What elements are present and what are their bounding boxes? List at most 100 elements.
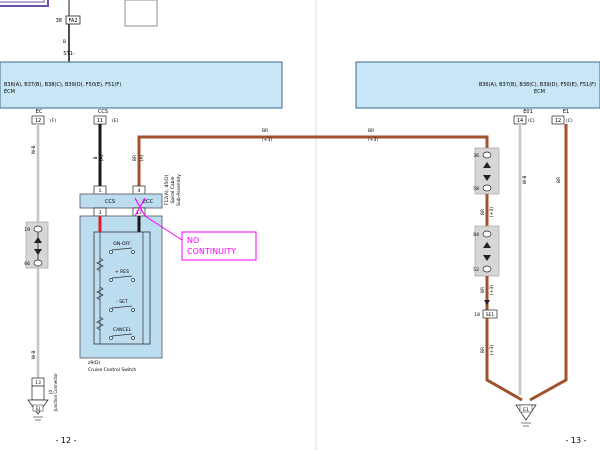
junction-top-terminal — [33, 225, 43, 233]
connector-1-top — [482, 151, 492, 159]
spiral-id: F12(A), d5(D) — [164, 175, 170, 206]
spiral-term-left: CCS — [105, 199, 115, 205]
e01-terminal: E01 — [523, 109, 533, 115]
switch-label-set: - SET — [116, 299, 128, 305]
frame-corner — [0, 0, 49, 7]
br-vertical-color: BR — [132, 155, 138, 161]
junction-arrows — [34, 237, 42, 255]
fuse-label: ST1- — [63, 51, 74, 57]
br-seg2-ref: (+3) — [489, 207, 495, 217]
ec-terminal: EC — [36, 109, 43, 115]
connector-2-top — [482, 230, 492, 238]
e1-ref: (C) — [566, 118, 573, 124]
ground-ej-box — [32, 404, 44, 412]
j4-name: J4 — [48, 390, 54, 395]
ccs-wire-color: B — [93, 156, 99, 159]
e1-pin-box — [551, 115, 565, 125]
ecm-title-left: B36(A), B37(B), B38(C), B39(D), F50(E), … — [4, 82, 121, 88]
ccs-ref: (E) — [112, 118, 119, 124]
j4-body — [31, 385, 45, 401]
switch-contacts — [109, 247, 135, 340]
e1-terminal: E1 — [563, 109, 569, 115]
e1-wire-color: BR — [556, 177, 562, 183]
connector-2-bottom — [482, 265, 492, 273]
page-number-right: - 13 - — [565, 436, 586, 445]
spiral-name: Spiral Cable — [170, 176, 176, 203]
spiral-pin-right: 4 — [138, 188, 141, 194]
br-seg3-color: BR — [480, 287, 486, 293]
ecm-sub-left: ECM — [4, 89, 15, 95]
connector-1-arrows — [483, 162, 491, 181]
e1-pin: 12 — [555, 118, 561, 124]
spiral-bottom-right: 12 — [136, 210, 142, 216]
annotation-leader — [144, 215, 183, 241]
se1-label: SE1 — [486, 312, 495, 318]
connector-1-pin-top: 36 — [473, 153, 479, 159]
switch-id: z9(D) — [88, 360, 100, 366]
ccs-terminal: CCS — [98, 109, 108, 115]
switch-label-on-off: ON-OFF — [113, 241, 131, 247]
spiral-term-right: ECC — [143, 199, 154, 205]
no-continuity-box — [181, 231, 257, 261]
fa2-connector — [65, 15, 81, 25]
connector-1-bottom — [482, 184, 492, 192]
no-continuity-cross — [134, 197, 146, 217]
br-wire-left — [137, 135, 316, 186]
cruise-switch-frame — [93, 231, 151, 345]
ccs-pin: 11 — [97, 118, 103, 124]
j4-desc: Junction Connector — [53, 373, 58, 412]
ecm-sub-right: ECM — [534, 89, 545, 95]
ground-ej: EJ — [36, 406, 40, 412]
br-seg3-ref: (+3) — [489, 285, 495, 295]
spiral-pin-left: 1 — [99, 188, 102, 194]
se1-box — [482, 309, 498, 319]
br-ref-left: (+3) — [262, 137, 272, 143]
e01-wire-color: W-B — [522, 176, 528, 185]
se1-arrow — [484, 300, 490, 305]
br-seg2-color: BR — [480, 209, 486, 215]
connector-2-pin-bottom: 52 — [473, 267, 479, 273]
br-label-right: BR — [368, 128, 374, 134]
br-label-left: BR — [262, 128, 268, 134]
ec-wire-lower-color: W-B — [31, 351, 37, 360]
annotation-line1: NO — [187, 236, 199, 245]
e01-pin: 14 — [517, 118, 523, 124]
fa2-label: FA2 — [68, 18, 77, 24]
j4-pin: 13 — [35, 380, 41, 386]
spiral-bottom-left: 3 — [99, 210, 102, 216]
switch-name: Cruise Control Switch — [88, 367, 136, 373]
br-wire-right — [316, 135, 489, 150]
switch-label-cancel: CANCEL — [113, 327, 132, 333]
ecm-block-right — [355, 61, 600, 109]
br-wire-seg4 — [485, 318, 523, 402]
junction-bottom-terminal — [33, 259, 43, 267]
br-ref-right: (+3) — [368, 137, 378, 143]
connector-2-arrows — [483, 242, 491, 261]
right-page: B36(A), B37(B), B38(C), B39(D), F50(E), … — [316, 61, 600, 445]
e01-ref: (C) — [528, 118, 535, 124]
junction-pin-top: 19 — [24, 227, 30, 233]
ec-ref: (F) — [50, 118, 56, 124]
frame-corner-inner — [0, 0, 45, 3]
ec-wire-color: W-B — [31, 146, 37, 155]
ccs-wire-ref: (A) — [99, 154, 105, 161]
ecm-block-left — [0, 61, 283, 109]
relay-box — [124, 0, 158, 27]
connector-1-pin-bottom: 58 — [473, 186, 479, 192]
left-page: 38 FA2 B ST1- B36(A), B37(B), B38(C), B3… — [0, 0, 316, 445]
ground-e1: E1 — [523, 407, 529, 413]
fa2-pin: 38 — [56, 18, 62, 24]
switch-ladder — [96, 232, 144, 344]
br-vertical-ref: (A) — [139, 154, 145, 161]
page-number-left: - 12 - — [55, 436, 76, 445]
junction-pin-bottom: 66 — [24, 261, 30, 267]
br-seg4-ref: (+3) — [489, 345, 495, 355]
annotation-line2: CONTINUITY — [187, 247, 236, 256]
ecm-title-right: B36(A), B37(B), B38(C), B39(D), F50(E), … — [479, 82, 596, 88]
br-seg4-color: BR — [480, 347, 486, 353]
e1-wire — [529, 124, 568, 402]
ec-pin: 12 — [35, 118, 41, 124]
spiral-name2: Sub-Assembly — [176, 174, 182, 206]
